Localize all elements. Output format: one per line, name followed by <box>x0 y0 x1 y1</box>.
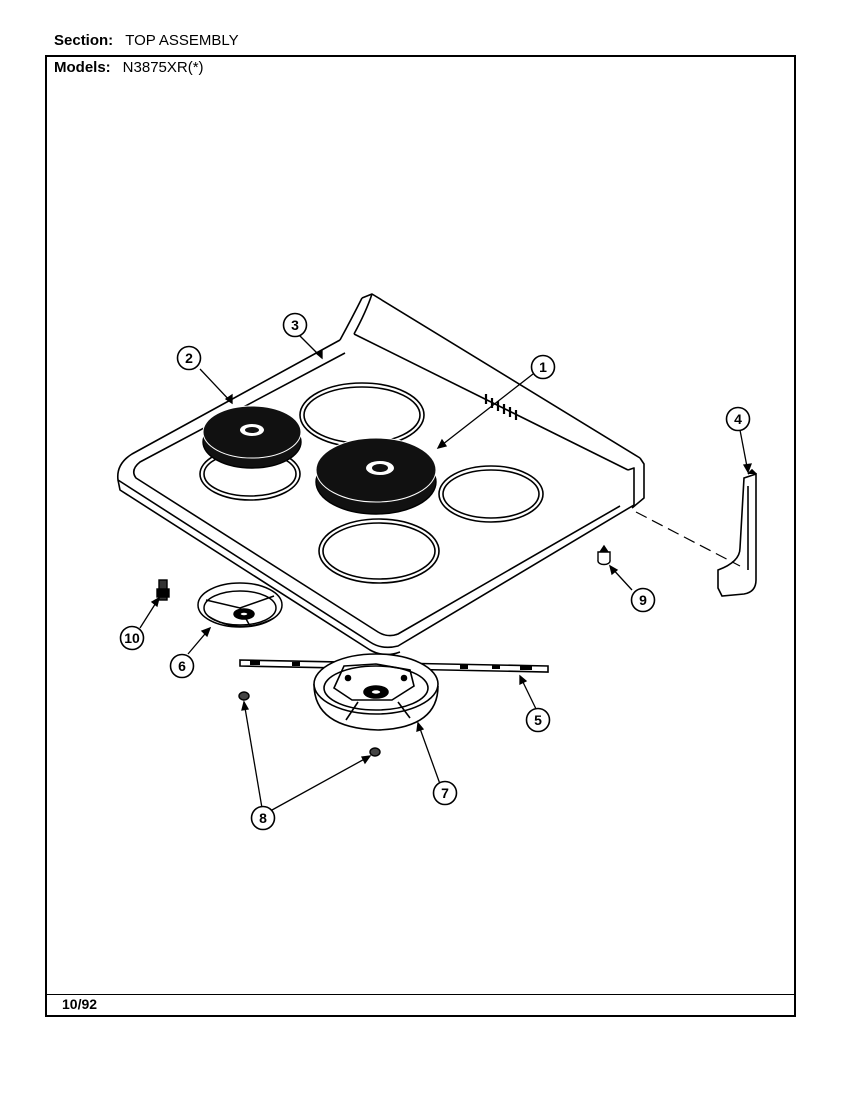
surface-element-small <box>202 405 302 469</box>
svg-text:2: 2 <box>185 350 193 366</box>
callout-3: 3 <box>282 312 308 338</box>
burner-base-small <box>197 582 283 628</box>
callout-1: 1 <box>530 354 556 380</box>
svg-text:4: 4 <box>734 411 742 427</box>
revision-date: 10/92 <box>62 996 98 1012</box>
svg-text:8: 8 <box>259 810 267 826</box>
nut-part-8 <box>238 691 381 757</box>
section-value: TOP ASSEMBLY <box>125 32 239 49</box>
svg-text:7: 7 <box>441 785 449 801</box>
section-label: Section: <box>54 32 114 49</box>
callout-2: 2 <box>176 345 202 371</box>
callout-10: 10 <box>119 625 145 651</box>
callout-9: 9 <box>630 587 656 613</box>
models-heading: Models: N3875XR(*) <box>54 59 204 76</box>
callout-5: 5 <box>525 707 551 733</box>
leader-lines <box>139 335 752 811</box>
burner-base-large <box>313 653 439 731</box>
side-trim-part <box>635 468 757 597</box>
diagram-frame <box>45 55 796 1017</box>
svg-text:9: 9 <box>639 592 647 608</box>
svg-text:3: 3 <box>291 317 299 333</box>
svg-text:5: 5 <box>534 712 542 728</box>
svg-text:10: 10 <box>124 630 140 646</box>
svg-text:6: 6 <box>178 658 186 674</box>
models-label: Models: <box>54 59 111 76</box>
svg-text:1: 1 <box>539 359 547 375</box>
models-value: N3875XR(*) <box>122 59 204 76</box>
bolt-part-10 <box>156 579 170 601</box>
screw-part-9 <box>597 544 611 566</box>
callout-6: 6 <box>169 653 195 679</box>
footer-divider <box>45 994 796 995</box>
callout-4: 4 <box>725 406 751 432</box>
section-heading: Section: TOP ASSEMBLY <box>54 32 239 49</box>
callout-8: 8 <box>250 805 276 831</box>
cooktop-panel <box>116 293 645 656</box>
callout-7: 7 <box>432 780 458 806</box>
surface-element-large <box>315 437 437 515</box>
